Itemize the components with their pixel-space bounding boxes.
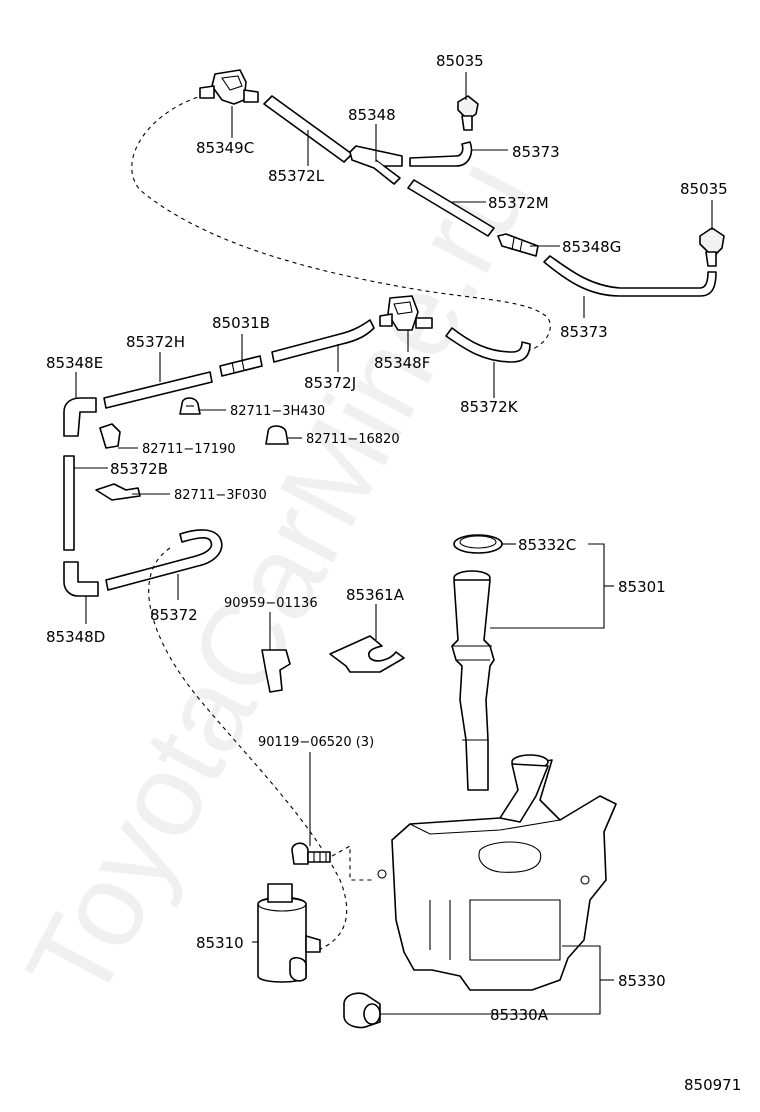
clamp-82711-3h430[interactable] <box>179 397 201 415</box>
label-85348e: 85348E <box>46 354 103 372</box>
label-85301: 85301 <box>618 578 666 596</box>
hose-85372k[interactable] <box>445 327 531 363</box>
routing-dashed-line-top <box>131 94 551 351</box>
hose-85372h[interactable] <box>103 371 213 409</box>
bolt-90119-06520[interactable] <box>291 842 331 865</box>
label-85310: 85310 <box>196 934 244 952</box>
label-85332c: 85332C <box>518 536 576 554</box>
label-85373-top: 85373 <box>512 143 560 161</box>
bracket-85361a[interactable] <box>329 635 405 673</box>
joint-85348[interactable] <box>349 145 403 185</box>
clamp-82711-16820[interactable] <box>265 425 289 445</box>
hose-85372m[interactable] <box>407 179 495 237</box>
clip-90959-01136[interactable] <box>261 649 291 693</box>
hose-85372[interactable] <box>105 529 223 591</box>
label-90119-06520: 90119−06520 (3) <box>258 735 374 750</box>
label-85373-right: 85373 <box>560 323 608 341</box>
label-85348: 85348 <box>348 106 396 124</box>
tank-inlet-pipe[interactable] <box>499 754 549 823</box>
bolt-guide-dashed <box>331 845 374 881</box>
label-85035-right: 85035 <box>680 180 728 198</box>
label-85372m: 85372M <box>488 194 549 212</box>
label-85349c: 85349C <box>196 139 254 157</box>
label-85031b: 85031B <box>212 314 270 332</box>
elbow-85348d[interactable] <box>63 561 99 597</box>
label-85372k: 85372K <box>460 398 519 416</box>
label-85348d: 85348D <box>46 628 105 646</box>
hose-85372b[interactable] <box>63 455 75 551</box>
label-85348g: 85348G <box>562 238 621 256</box>
label-85330: 85330 <box>618 972 666 990</box>
label-90959-01136: 90959−01136 <box>224 596 318 611</box>
label-85035-top: 85035 <box>436 52 484 70</box>
label-82711-17190: 82711−17190 <box>142 442 236 457</box>
label-85361a: 85361A <box>346 586 405 604</box>
hose-85372j[interactable] <box>271 319 375 363</box>
cap-85332c[interactable] <box>453 534 503 554</box>
connector-85348g[interactable] <box>497 233 539 257</box>
tube-85373-right[interactable] <box>543 255 717 297</box>
elbow-85348e[interactable] <box>63 397 97 437</box>
label-82711-3h430: 82711−3H430 <box>230 404 325 419</box>
label-85372: 85372 <box>150 606 198 624</box>
joint-85349c[interactable] <box>199 69 259 105</box>
clamp-82711-3f030[interactable] <box>95 483 141 501</box>
joint-85348f[interactable] <box>379 295 433 331</box>
label-85372l: 85372L <box>268 167 325 185</box>
grommet-85330a[interactable] <box>343 992 381 1029</box>
label-85330a: 85330A <box>490 1006 549 1024</box>
diagram-code: 850971 <box>684 1076 741 1094</box>
label-85372h: 85372H <box>126 333 185 351</box>
connector-85031b[interactable] <box>219 355 263 377</box>
tank-85330[interactable] <box>377 759 617 991</box>
label-85372b: 85372B <box>110 460 168 478</box>
label-82711-16820: 82711−16820 <box>306 432 400 447</box>
tube-85373-top[interactable] <box>409 141 473 167</box>
label-85372j: 85372J <box>304 374 356 392</box>
filler-neck-85301[interactable] <box>451 570 495 791</box>
nozzle-85035-right[interactable] <box>699 227 725 267</box>
nozzle-85035-top[interactable] <box>457 95 479 131</box>
clamp-82711-17190[interactable] <box>99 423 121 449</box>
pump-85310[interactable] <box>257 883 321 983</box>
leader-lines <box>74 72 713 1015</box>
label-82711-3f030: 82711−3F030 <box>174 488 267 503</box>
label-85348f: 85348F <box>374 354 430 372</box>
